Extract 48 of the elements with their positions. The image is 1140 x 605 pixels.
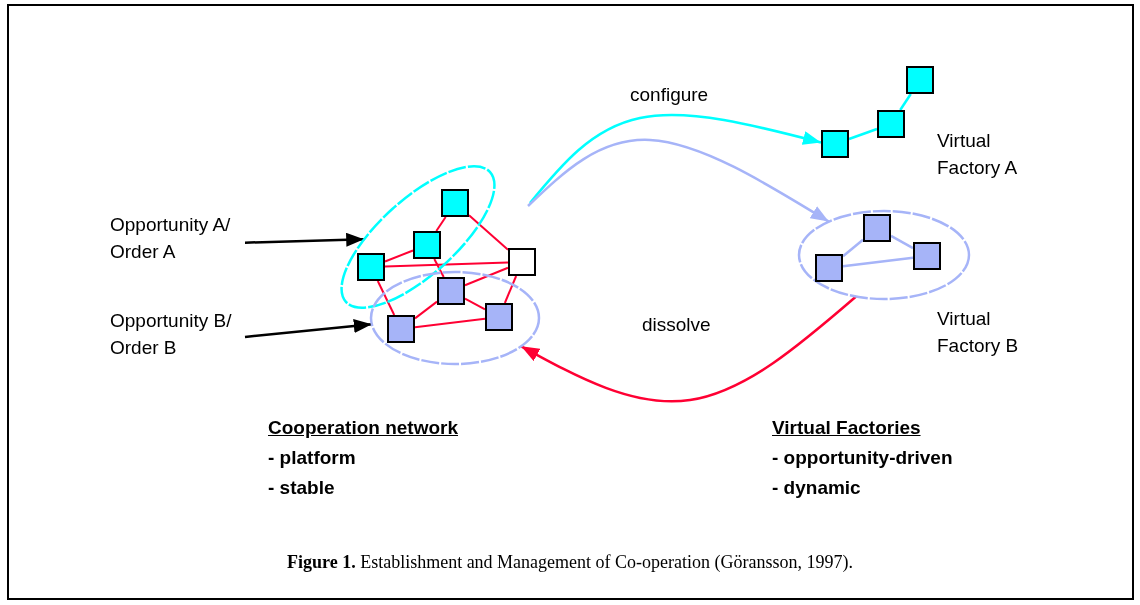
dashed-ellipse: [342, 166, 494, 308]
square-node: [508, 248, 536, 276]
factory-label: Virtual Factory A: [937, 129, 1019, 180]
connector-line: [842, 256, 914, 268]
connector-line: [899, 93, 912, 111]
square-node: [863, 214, 891, 242]
arrow: [529, 113, 822, 204]
connector-line: [464, 297, 486, 311]
square-node: [906, 66, 934, 94]
square-node: [821, 130, 849, 158]
annotation-text: Opportunity A/ Order A: [110, 211, 245, 267]
connector-line: [414, 300, 438, 320]
figure-caption: Figure 1. Establishment and Management of Co-operation (Göransson, 1997).: [286, 552, 854, 573]
section-heading: Virtual Factories: [772, 416, 921, 440]
square-node: [441, 189, 469, 217]
connector-line: [433, 258, 445, 278]
square-node: [913, 242, 941, 270]
bullet-text: - dynamic: [772, 476, 861, 500]
connector-line: [842, 238, 864, 258]
square-node: [815, 254, 843, 282]
connector-line: [384, 249, 414, 263]
connector-line: [890, 234, 914, 250]
connector-line: [384, 261, 509, 268]
connector-line: [503, 275, 518, 304]
bullet-text: - opportunity-driven: [772, 446, 953, 470]
dashed-ellipse: [371, 272, 539, 364]
square-node: [877, 110, 905, 138]
annotation-text: Opportunity B/ Order B: [110, 307, 245, 363]
arrow: [244, 232, 365, 247]
connector-line: [435, 216, 447, 232]
arrow: [527, 138, 830, 223]
arrow: [244, 319, 372, 339]
bullet-text: - platform: [268, 446, 356, 470]
square-node: [437, 277, 465, 305]
connector-line: [848, 127, 878, 141]
arrow: [520, 295, 857, 403]
square-node: [413, 231, 441, 259]
connector-line: [414, 317, 486, 329]
bullet-text: - stable: [268, 476, 335, 500]
dashed-ellipse: [798, 210, 970, 300]
factory-label: Virtual Factory B: [937, 307, 1020, 358]
connector-line: [468, 214, 509, 251]
section-heading: Cooperation network: [268, 416, 458, 440]
square-node: [485, 303, 513, 331]
square-node: [357, 253, 385, 281]
connector-line: [464, 266, 509, 287]
connector-line: [376, 280, 396, 316]
square-node: [387, 315, 415, 343]
